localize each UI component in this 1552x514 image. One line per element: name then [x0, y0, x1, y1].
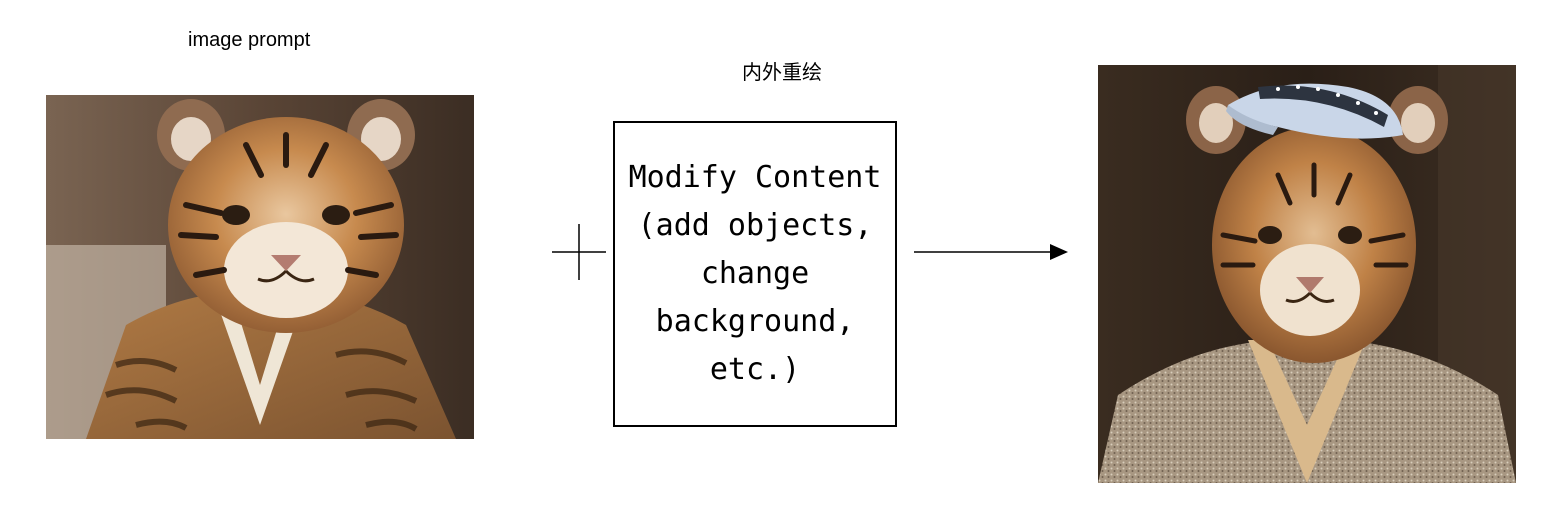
plus-icon [552, 224, 606, 280]
input-image-label: image prompt [188, 29, 311, 51]
modify-content-text: Modify Content (add objects, change back… [628, 160, 882, 387]
operation-label: 内外重绘 [742, 60, 822, 84]
right-arrow-icon [914, 244, 1068, 260]
input-tiger-image [46, 95, 474, 439]
modify-content-box: Modify Content (add objects, change back… [613, 121, 897, 427]
output-tiger-image [1098, 65, 1516, 483]
